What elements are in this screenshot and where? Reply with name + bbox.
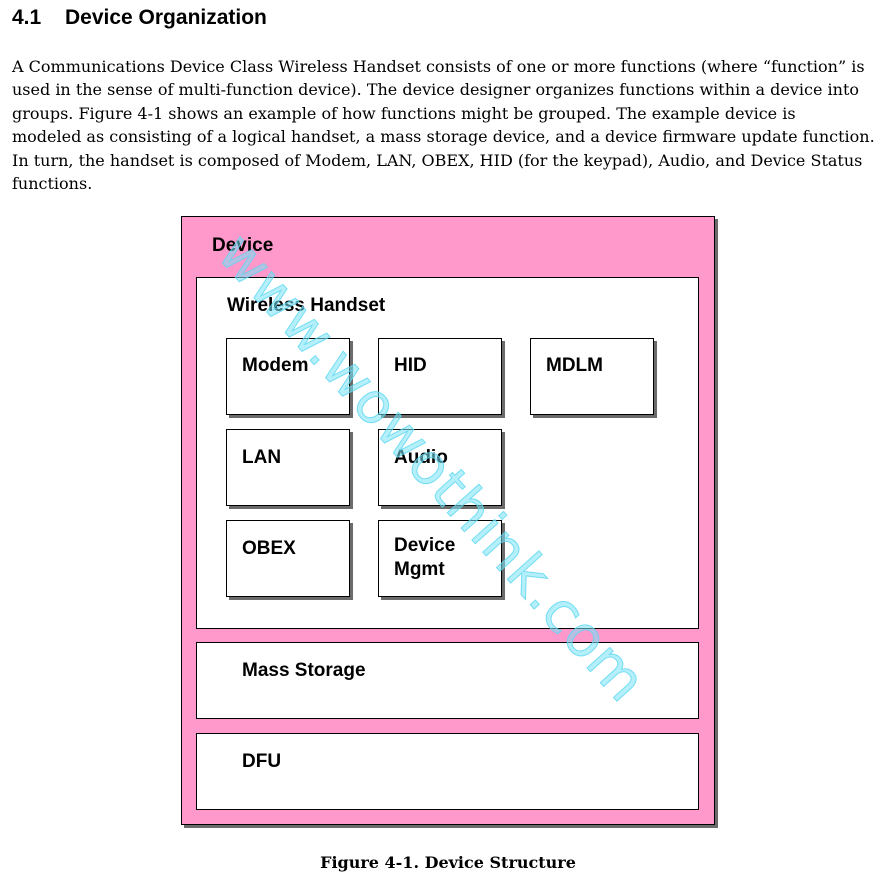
mdlm-label: MDLM — [546, 355, 603, 376]
dfu-label: DFU — [242, 751, 282, 772]
audio-label: Audio — [394, 447, 448, 468]
modem-box — [226, 338, 350, 415]
obex-label: OBEX — [242, 538, 296, 559]
paragraph-line: functions. — [12, 174, 93, 194]
paragraph-line: In turn, the handset is composed of Mode… — [12, 150, 863, 170]
wireless-handset-label: Wireless Handset — [227, 295, 386, 316]
obex-box — [226, 520, 350, 597]
device-mgmt-label-line2: Mgmt — [394, 559, 445, 580]
section-number: 4.1 — [12, 6, 42, 29]
modem-label: Modem — [242, 355, 309, 376]
audio-box — [378, 429, 502, 506]
hid-box — [378, 338, 502, 415]
body-paragraph: A Communications Device Class Wireless H… — [12, 55, 892, 195]
section-heading: 4.1 Device Organization — [12, 6, 267, 30]
paragraph-line: groups. Figure 4-1 shows an example of h… — [12, 103, 796, 123]
paragraph-line: A Communications Device Class Wireless H… — [12, 57, 865, 76]
mdlm-box — [530, 338, 654, 415]
device-label: Device — [212, 235, 274, 256]
figure-caption: Figure 4-1. Device Structure — [320, 853, 576, 872]
paragraph-line: used in the sense of multi-function devi… — [12, 80, 860, 100]
device-mgmt-label-line1: Device — [394, 535, 456, 556]
device-mgmt-box — [378, 520, 502, 597]
section-title: Device Organization — [65, 6, 267, 29]
mass-storage-label: Mass Storage — [242, 660, 366, 681]
paragraph-line: modeled as consisting of a logical hands… — [12, 127, 875, 147]
dfu-box — [196, 733, 699, 810]
mass-storage-box — [196, 642, 699, 719]
lan-label: LAN — [242, 447, 282, 468]
lan-box — [226, 429, 350, 506]
hid-label: HID — [394, 355, 427, 376]
